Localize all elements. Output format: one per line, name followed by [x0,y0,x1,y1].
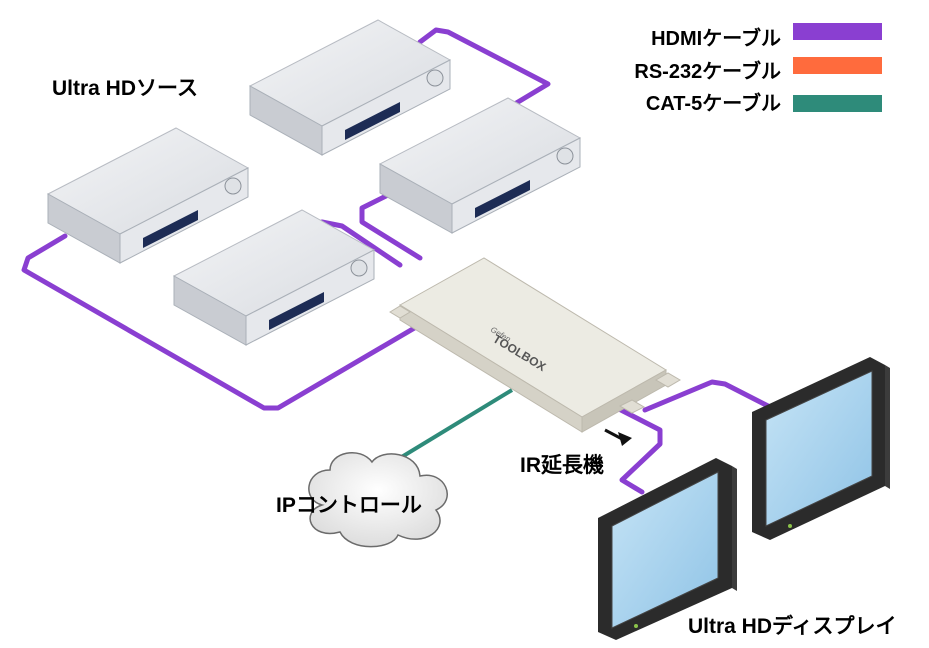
legend-swatch-rs232 [793,57,882,74]
display-monitor [752,357,890,540]
ir-emitter [604,428,632,446]
display-monitor [598,458,737,640]
legend-label-rs232: RS-232ケーブル [634,61,781,83]
hdmi-cables [21,27,775,495]
source-device [378,97,582,234]
label-display: Ultra HDディスプレイ [688,615,897,638]
source-device [172,209,376,346]
ip-cloud [308,452,448,548]
label-ip-control: IPコントロール [276,494,422,517]
cat5-cable [398,388,514,460]
source-device [46,127,250,264]
hdmi-cable-source-right [359,190,423,261]
legend-swatch-hdmi [793,23,882,40]
hdmi-cable-source-front [319,219,403,268]
legend-label-cat5: CAT-5ケーブル [645,93,781,115]
legend-label-hdmi: HDMIケーブル [651,28,781,50]
label-ir-extender: IR延長機 [520,454,604,477]
toolbox-switcher: Gefen TOOLBOX [389,257,681,433]
hdmi-cable-display-left [614,405,663,495]
source-device [248,19,452,156]
hdmi-cable-display-right [642,379,775,413]
legend-swatch-cat5 [793,95,882,112]
label-source: Ultra HDソース [52,77,198,100]
hdmi-cable-source-back [417,27,551,111]
hdmi-cable-source-left [21,233,443,411]
